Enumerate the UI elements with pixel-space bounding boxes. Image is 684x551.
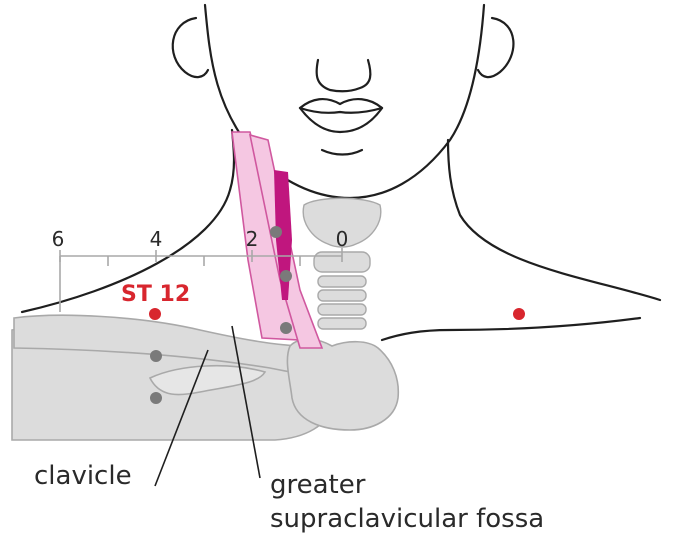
- fossa-label-line2: supraclavicular fossa: [270, 504, 544, 534]
- clavicle-leader: [154, 349, 209, 487]
- first-rib: [148, 365, 267, 396]
- right-clavicle-line: [380, 316, 642, 342]
- ruler-label-6: 6: [52, 227, 65, 251]
- ruler-label-0: 0: [336, 227, 349, 251]
- clavicle-label: clavicle: [34, 461, 132, 491]
- acupoints: [149, 308, 525, 320]
- manubrium: [286, 338, 400, 431]
- trachea-ring: [317, 303, 367, 316]
- leader-lines: [154, 325, 261, 487]
- sternocleidomastoid: [231, 131, 324, 349]
- nose: [315, 58, 372, 93]
- right-ear: [476, 16, 515, 79]
- acupoint-st12-left: [149, 308, 161, 320]
- marker-dot: [150, 392, 162, 404]
- thyroid-cartilage: [302, 197, 382, 248]
- measure-ruler: [59, 248, 343, 312]
- trachea-ring: [317, 317, 367, 330]
- face-outline: [171, 3, 515, 200]
- left-ear: [171, 16, 210, 79]
- fossa-label-line1: greater: [270, 470, 366, 500]
- body-outline: [20, 128, 662, 342]
- lower-lip: [298, 106, 384, 134]
- left-neck-line: [20, 128, 236, 314]
- ruler-label-4: 4: [150, 227, 163, 251]
- ruler-labels: 6 4 2 0: [52, 227, 349, 251]
- bones: [11, 314, 400, 441]
- marker-dot: [270, 226, 282, 238]
- upper-lip: [298, 98, 384, 114]
- marker-dot: [150, 350, 162, 362]
- fossa-leader: [231, 325, 261, 479]
- ruler-label-2: 2: [246, 227, 259, 251]
- acupoint-label: ST 12: [121, 282, 190, 307]
- trachea-ring: [317, 275, 367, 288]
- marker-dot: [280, 270, 292, 282]
- gray-markers: [150, 226, 292, 404]
- trachea-ring: [317, 289, 367, 302]
- chin-crease: [320, 148, 364, 156]
- right-neck-line: [446, 138, 662, 302]
- anatomy-labels: clavicle greater supraclavicular fossa: [34, 461, 544, 534]
- marker-dot: [280, 322, 292, 334]
- scm-dark-band: [274, 170, 292, 300]
- acupoint-st12-right: [513, 308, 525, 320]
- trachea: [302, 197, 382, 330]
